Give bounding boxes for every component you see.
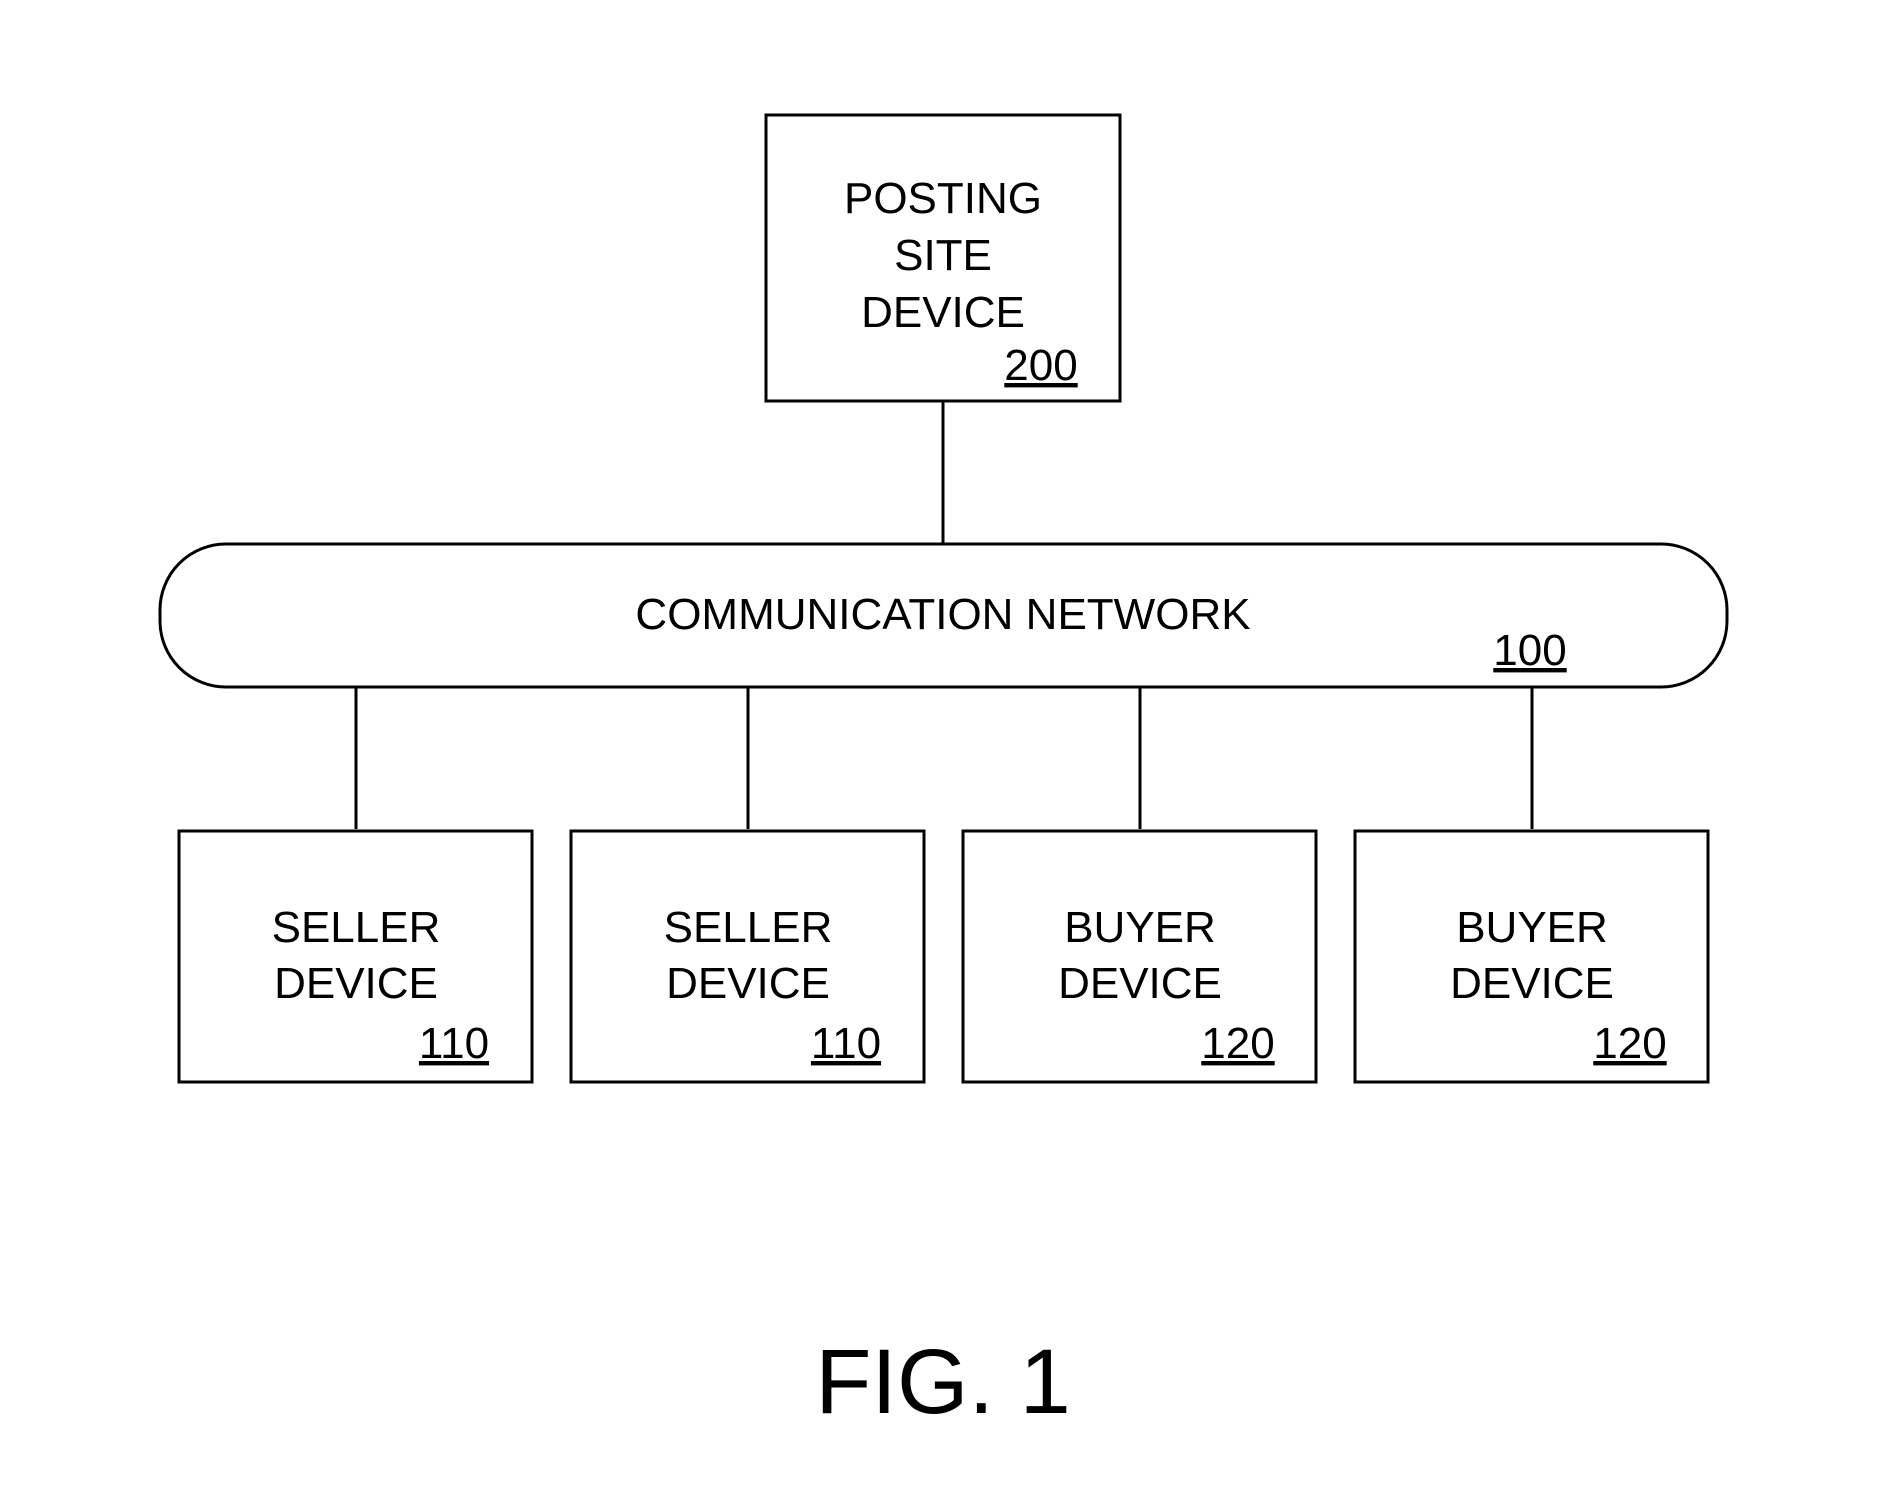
communication-network-label: COMMUNICATION NETWORK: [635, 590, 1250, 639]
posting-site-ref-number: 200: [1004, 341, 1077, 390]
posting-site-label-line-2: SITE: [894, 231, 992, 280]
communication-network-node: COMMUNICATION NETWORK 100: [160, 544, 1727, 687]
buyer-device-1-label-line-2: DEVICE: [1058, 959, 1222, 1008]
seller-device-2-ref-number: 110: [811, 1019, 881, 1068]
figure-caption: FIG. 1: [815, 1331, 1071, 1433]
buyer-device-2-label-line-1: BUYER: [1456, 903, 1608, 952]
seller-device-2-label-line-1: SELLER: [664, 903, 833, 952]
buyer-device-2-ref-number: 120: [1593, 1019, 1666, 1068]
buyer-device-2-label-line-2: DEVICE: [1450, 959, 1614, 1008]
seller-device-node-2: SELLER DEVICE 110: [571, 831, 924, 1082]
communication-network-ref-number: 100: [1493, 626, 1566, 675]
seller-device-1-label-line-2: DEVICE: [274, 959, 438, 1008]
buyer-device-1-label-line-1: BUYER: [1064, 903, 1216, 952]
buyer-device-node-2: BUYER DEVICE 120: [1355, 831, 1708, 1082]
seller-device-node-1: SELLER DEVICE 110: [179, 831, 532, 1082]
buyer-device-1-ref-number: 120: [1201, 1019, 1274, 1068]
seller-device-1-ref-number: 110: [419, 1019, 489, 1068]
seller-device-1-label-line-1: SELLER: [272, 903, 441, 952]
posting-site-label-line-1: POSTING: [844, 174, 1042, 223]
posting-site-device-node: POSTING SITE DEVICE 200: [766, 115, 1120, 401]
posting-site-label-line-3: DEVICE: [861, 288, 1025, 337]
buyer-device-node-1: BUYER DEVICE 120: [963, 831, 1316, 1082]
seller-device-2-label-line-2: DEVICE: [666, 959, 830, 1008]
